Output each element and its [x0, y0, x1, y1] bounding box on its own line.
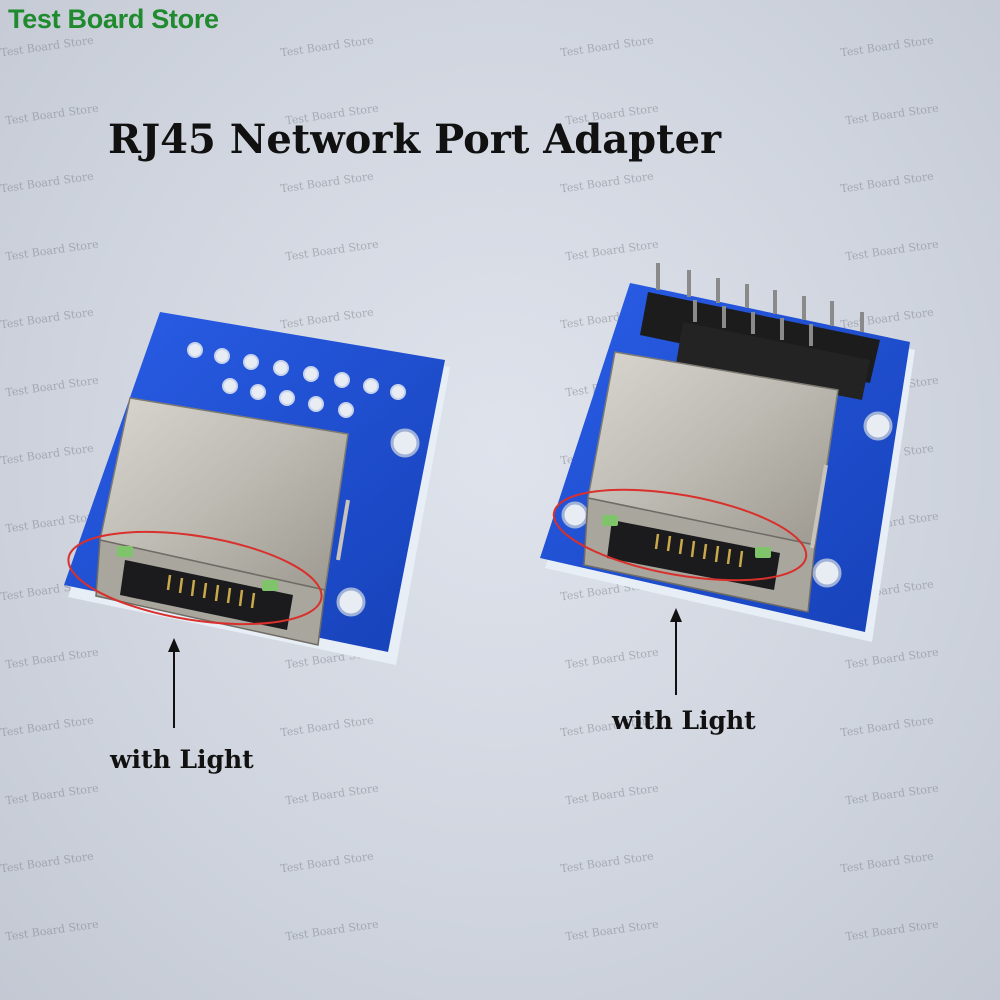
- right-light-label: with Light: [612, 706, 756, 735]
- left-light-highlight: [67, 530, 323, 626]
- left-light-label: with Light: [110, 745, 254, 774]
- product-title: RJ45 Network Port Adapter: [108, 116, 722, 163]
- right-light-highlight: [552, 488, 808, 582]
- right-adapter: [540, 263, 915, 695]
- store-logo: Test Board Store: [8, 4, 219, 34]
- left-adapter: [64, 312, 450, 728]
